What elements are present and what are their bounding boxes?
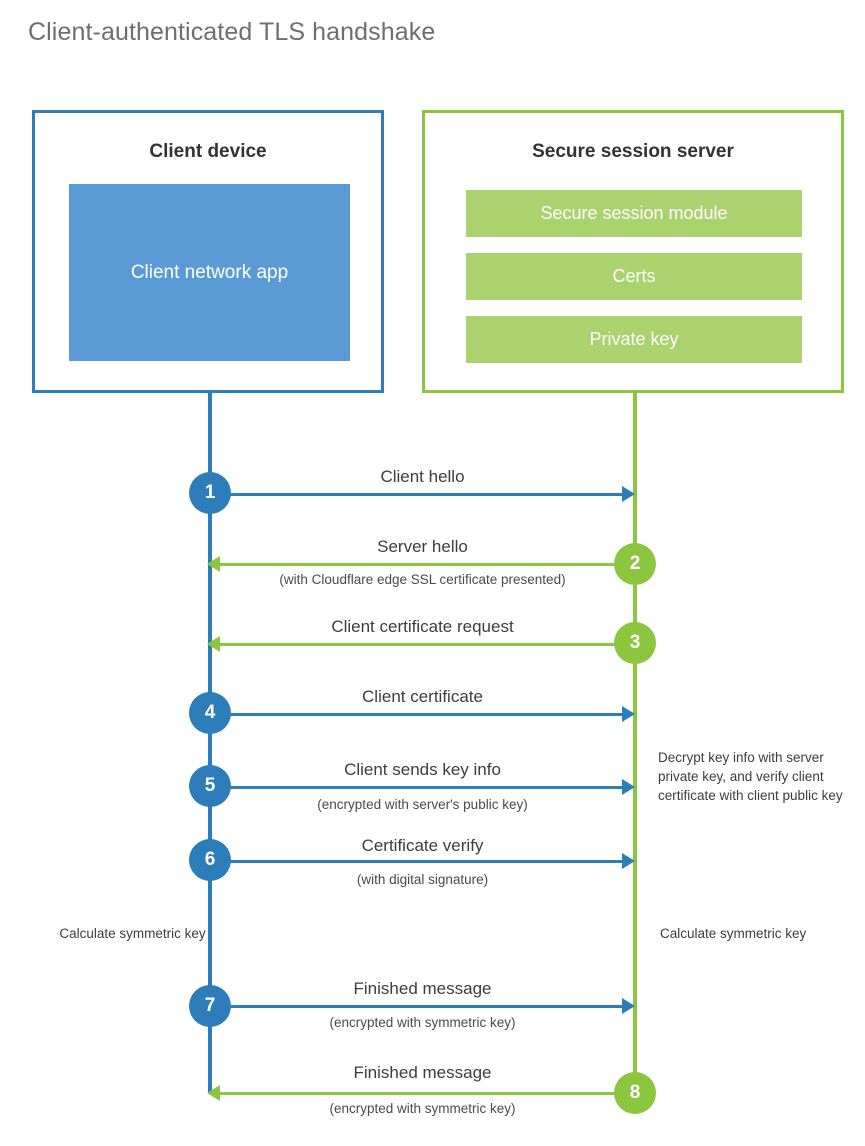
client-network-app-label: Client network app [130, 261, 289, 283]
message-sublabel-5: (encrypted with server's public key) [317, 797, 528, 812]
step-badge-5[interactable]: 5 [189, 765, 231, 807]
step-badge-3[interactable]: 3 [614, 622, 656, 664]
step-badge-8[interactable]: 8 [614, 1072, 656, 1114]
note-calculate-symmetric-key-client: Calculate symmetric key [59, 926, 206, 941]
message-sublabel-8: (encrypted with symmetric key) [329, 1101, 516, 1116]
message-sublabel-7: (encrypted with symmetric key) [329, 1015, 516, 1030]
message-sublabel-2: (with Cloudflare edge SSL certificate pr… [279, 572, 566, 587]
note-calculate-symmetric-key-server: Calculate symmetric key [660, 926, 807, 941]
message-label-6: Certificate verify [361, 836, 484, 855]
message-sublabel-6: (with digital signature) [356, 872, 489, 887]
secure-session-server-title: Secure session server [532, 141, 734, 162]
arrow-head-4 [622, 706, 635, 722]
arrow-head-7 [622, 998, 635, 1014]
step-badge-2[interactable]: 2 [614, 543, 656, 585]
message-label-8: Finished message [353, 1063, 492, 1082]
message-line-1 [210, 493, 625, 496]
message-line-3 [218, 643, 635, 646]
step-badge-6[interactable]: 6 [189, 839, 231, 881]
arrow-head-5 [622, 779, 635, 795]
client-device-title: Client device [149, 141, 267, 162]
message-label-5: Client sends key info [344, 760, 501, 779]
message-label-3: Client certificate request [331, 617, 514, 636]
client-lifeline [208, 393, 212, 1093]
message-label-1: Client hello [380, 467, 465, 486]
arrow-head-2 [207, 556, 220, 572]
server-component-secure-session-module: Secure session module [466, 190, 802, 237]
arrow-head-6 [622, 853, 635, 869]
page-title: Client-authenticated TLS handshake [28, 18, 436, 46]
message-line-5 [210, 786, 625, 789]
note-decrypt-key-info: Decrypt key info with server private key… [658, 750, 843, 804]
server-component-certs: Certs [466, 253, 802, 300]
step-badge-7[interactable]: 7 [189, 985, 231, 1027]
arrow-head-1 [622, 486, 635, 502]
server-component-private-key: Private key [466, 316, 802, 363]
client-network-app-block: Client network app [69, 184, 350, 361]
message-line-6 [210, 860, 625, 863]
step-badge-1[interactable]: 1 [189, 472, 231, 514]
message-label-2: Server hello [377, 537, 468, 556]
message-line-8 [218, 1092, 635, 1095]
message-line-4 [210, 713, 625, 716]
step-badge-4[interactable]: 4 [189, 692, 231, 734]
client-device-box: Client device Client network app [32, 110, 384, 393]
message-line-7 [210, 1005, 625, 1008]
message-line-2 [218, 563, 635, 566]
arrow-head-3 [207, 636, 220, 652]
server-lifeline [633, 393, 637, 1093]
secure-session-server-box: Secure session server Secure session mod… [422, 110, 844, 393]
message-label-7: Finished message [353, 979, 492, 998]
message-label-4: Client certificate [362, 687, 483, 706]
arrow-head-8 [207, 1085, 220, 1101]
